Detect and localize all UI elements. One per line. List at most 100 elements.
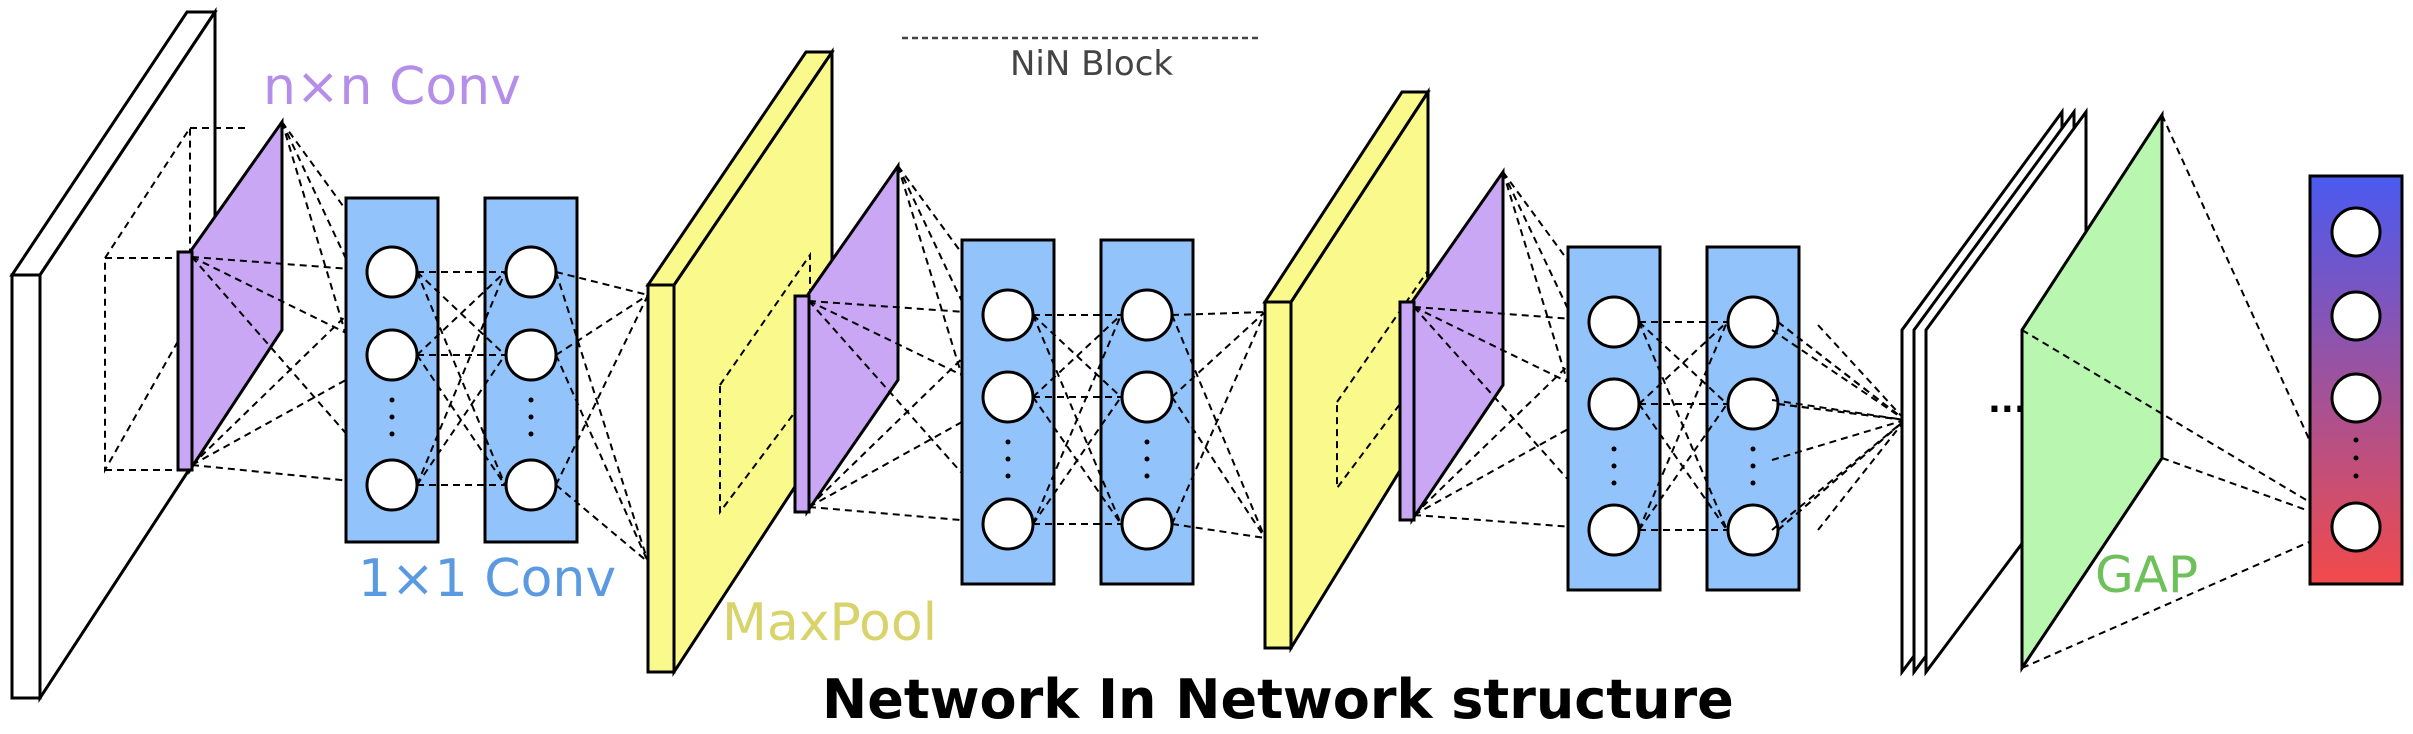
neuron [504, 245, 558, 299]
output-dots [2353, 455, 2359, 461]
connection-line [808, 300, 1008, 316]
neuron-dots [389, 414, 395, 420]
neuron-dots [1144, 439, 1150, 445]
connection-line [1171, 311, 1266, 525]
connection-line [897, 165, 1008, 316]
gap-label: GAP [2095, 546, 2198, 604]
neuron-dots [1611, 446, 1617, 452]
neuron [1726, 377, 1780, 431]
output-dots [2353, 437, 2359, 443]
neuron [365, 328, 419, 382]
nin-block-1 [176, 47, 835, 678]
connection-line [1413, 306, 1614, 531]
neuron [981, 370, 1035, 424]
connection-line [1171, 523, 1266, 539]
input-layer [9, 7, 218, 704]
neuron-dots [528, 414, 534, 420]
connection-line [191, 464, 392, 486]
connection-line [1171, 311, 1266, 316]
neuron [504, 458, 558, 512]
connection-line [555, 484, 649, 563]
neuron [1120, 370, 1174, 424]
output-layer [2308, 174, 2404, 586]
maxpool-layer [645, 47, 835, 678]
connection-line [191, 354, 392, 466]
neuron-dots [1750, 446, 1756, 452]
connection-line [1171, 314, 1266, 539]
nin-block-label: NiN Block [1010, 44, 1173, 84]
neuron [981, 288, 1035, 342]
connection-line [1638, 321, 1728, 531]
connection-line [897, 165, 1008, 398]
neuron-dots [528, 397, 534, 403]
connection-line [1171, 396, 1266, 539]
nin-block-3 [1398, 167, 1906, 592]
output-neuron [2330, 206, 2382, 258]
connection-line [1777, 403, 1906, 421]
output-neuron [2330, 290, 2382, 342]
output-dots [2353, 473, 2359, 479]
feature-map-ellipsis: ... [1988, 381, 2027, 421]
to-feature-maps-connections [1771, 324, 1906, 531]
connection-line [808, 300, 1008, 525]
diagram-title: Network In Network structure [822, 668, 1734, 731]
neuron [504, 328, 558, 382]
connection-line [1502, 171, 1614, 405]
neuron-dots [1144, 473, 1150, 479]
connection-line [555, 354, 649, 563]
nxn-conv-front [176, 250, 194, 472]
connection-line [897, 165, 1008, 525]
neuron-dots [1005, 439, 1011, 445]
output-neuron [2330, 501, 2382, 553]
connection-line [1171, 311, 1266, 398]
connection-line [416, 271, 506, 356]
neuron [365, 245, 419, 299]
nxn-conv-front [1398, 300, 1416, 522]
neuron [1587, 503, 1641, 557]
connection-line [555, 271, 649, 563]
connection-line [1638, 403, 1728, 531]
connection-line [1032, 314, 1122, 525]
neuron [1726, 503, 1780, 557]
connection-line [1413, 403, 1614, 516]
neuron [1587, 377, 1641, 431]
connection-line [191, 256, 392, 273]
output-neuron [2330, 372, 2382, 424]
connection-line [416, 271, 506, 486]
neuron-dots [389, 431, 395, 437]
connection-line [281, 121, 392, 273]
nin-blocks [176, 47, 1906, 678]
neuron-dots [1750, 463, 1756, 469]
connection-line [1413, 514, 1614, 531]
connection-line [1413, 306, 1614, 323]
connection-line [281, 121, 392, 356]
connection-line [555, 294, 649, 356]
connection-line [1638, 321, 1728, 405]
maxpool-front [1263, 300, 1293, 650]
connection-line [1777, 321, 1906, 421]
neuron [1726, 295, 1780, 349]
neuron [981, 497, 1035, 551]
neuron [365, 458, 419, 512]
nin-block-2 [793, 86, 1431, 654]
nxn-conv-label: n×n Conv [263, 57, 521, 117]
input-receptive-field [104, 124, 250, 474]
connection-line [416, 271, 506, 486]
neuron-dots [1144, 456, 1150, 462]
maxpool-front [646, 283, 676, 674]
nxn-conv-front [793, 294, 811, 514]
neuron [1120, 497, 1174, 551]
neuron-dots [1005, 456, 1011, 462]
conv-1x1-label: 1×1 Conv [358, 549, 616, 609]
connection-line [1032, 396, 1122, 525]
connection-line [555, 271, 649, 296]
connection-line [1032, 314, 1122, 398]
neuron-dots [389, 397, 395, 403]
neuron-dots [1611, 463, 1617, 469]
neuron-dots [1750, 480, 1756, 486]
connection-line [1777, 419, 1906, 531]
connection-line [808, 506, 1008, 525]
nin-block-bracket: NiN Block [902, 36, 1260, 84]
neuron [1587, 295, 1641, 349]
